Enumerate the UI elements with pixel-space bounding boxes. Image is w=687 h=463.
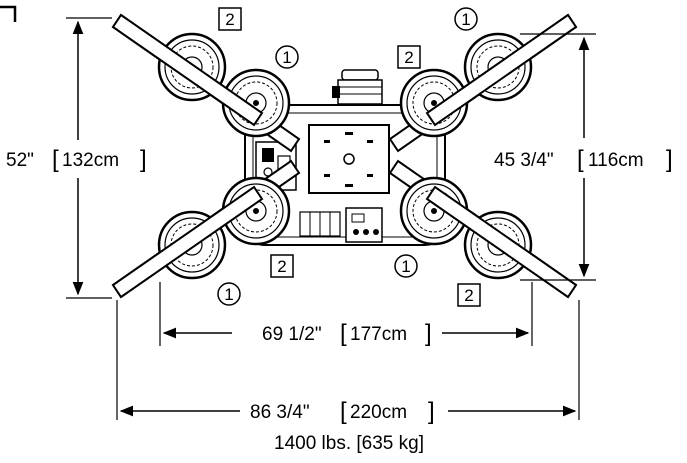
corner-mark <box>0 5 17 22</box>
callout-circle-1: 1 <box>275 45 299 69</box>
callout-circle-1: 1 <box>217 282 241 306</box>
svg-text:1: 1 <box>401 257 410 276</box>
bottom-equipment <box>299 207 383 243</box>
svg-text:2: 2 <box>464 286 473 305</box>
callout-box-2: 2 <box>270 254 294 278</box>
svg-text:[: [ <box>340 320 347 347</box>
weight-label: 1400 lbs. [635 kg] <box>274 433 424 454</box>
dim-width-inner: 69 1/2" [ 177cm ] <box>159 282 533 347</box>
top-motor <box>332 69 383 105</box>
svg-text:2: 2 <box>277 257 286 276</box>
dim-height-inner: 45 3/4" [ 116cm ] <box>494 33 673 281</box>
svg-text:1: 1 <box>224 285 233 304</box>
callout-box-2: 2 <box>218 7 242 31</box>
dim-height-outer: 52" [ 132cm ] <box>6 17 147 299</box>
svg-text:2: 2 <box>225 10 234 29</box>
svg-text:]: ] <box>140 146 147 173</box>
callout-box-2: 2 <box>457 283 481 307</box>
dim-width-outer: 86 3/4" [ 220cm ] <box>116 300 580 425</box>
width-inner-metric: 177cm <box>350 324 407 345</box>
svg-text:2: 2 <box>404 48 413 67</box>
callout-circle-1: 1 <box>394 254 418 278</box>
svg-text:1: 1 <box>282 48 291 67</box>
svg-text:]: ] <box>666 146 673 173</box>
svg-text:]: ] <box>428 398 435 425</box>
width-inner-label: 69 1/2" <box>262 324 322 345</box>
svg-text:[: [ <box>340 398 347 425</box>
width-outer-metric: 220cm <box>350 402 407 423</box>
width-outer-label: 86 3/4" <box>250 402 310 423</box>
height-inner-label: 45 3/4" <box>494 150 554 171</box>
callout-circle-1: 1 <box>454 7 478 31</box>
height-outer-metric: 132cm <box>62 150 119 171</box>
height-inner-metric: 116cm <box>588 150 644 171</box>
svg-text:[: [ <box>577 146 584 173</box>
lifter-illustration <box>111 13 578 299</box>
center-plate <box>308 124 390 194</box>
svg-text:]: ] <box>425 320 432 347</box>
height-outer-metric-bracket: [ <box>52 146 59 173</box>
height-outer-label: 52" <box>6 150 34 171</box>
callout-box-2: 2 <box>397 45 421 69</box>
svg-text:1: 1 <box>461 10 470 29</box>
